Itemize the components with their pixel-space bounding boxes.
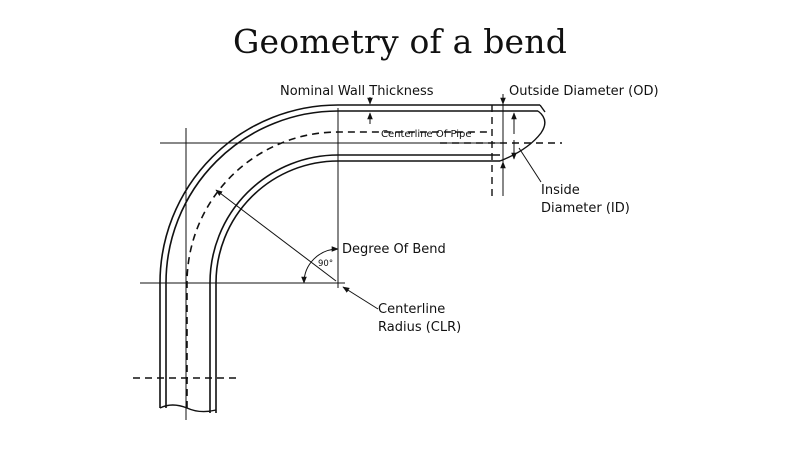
pipe-walls <box>159 104 540 413</box>
inside-diameter-label-line2: Diameter (ID) <box>541 201 630 216</box>
degree-of-bend-label: Degree Of Bend <box>342 242 446 257</box>
pipe-centerline <box>186 131 490 408</box>
angle-value-label: 90° <box>318 259 333 269</box>
centerline-of-pipe-label: Centerline Of Pipe <box>381 129 472 140</box>
diagram-title: Geometry of a bend <box>232 22 568 61</box>
centerline-radius-label-line1: Centerline <box>378 302 445 317</box>
outer-wall-inside <box>165 110 538 408</box>
inside-diameter-label-line1: Inside <box>541 183 580 198</box>
nominal-wall-thickness-label: Nominal Wall Thickness <box>280 84 434 99</box>
outer-wall-outside <box>159 104 540 408</box>
angle-arc <box>301 246 339 284</box>
bottom-cut-end <box>159 404 217 413</box>
inner-wall-outside <box>215 160 500 413</box>
inner-wall-inside <box>209 154 500 413</box>
outside-diameter-label: Outside Diameter (OD) <box>509 84 659 99</box>
right-cut-corner <box>539 104 546 113</box>
centerline-radius-label-line2: Radius (CLR) <box>378 320 461 335</box>
clr-leader <box>342 286 379 310</box>
id-dimension <box>511 112 542 183</box>
